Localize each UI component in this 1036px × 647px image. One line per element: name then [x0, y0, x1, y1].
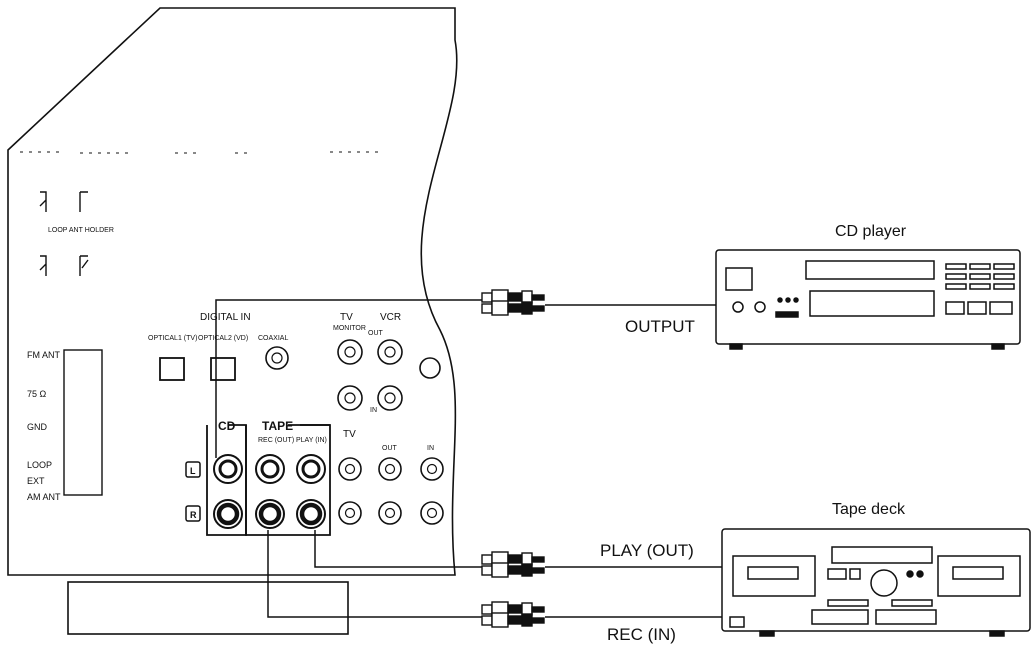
svg-text:R: R — [190, 510, 197, 520]
vcr-in-jack-2[interactable] — [377, 385, 403, 411]
ext-label: EXT — [27, 476, 45, 486]
optical1-label: OPTICAL1 (TV) — [148, 335, 197, 342]
cd-player-title: CD player — [835, 223, 907, 240]
tv-in-label: IN — [427, 445, 434, 452]
vcr-out-label: OUT — [368, 330, 384, 337]
channel-r-badge: R — [185, 505, 201, 522]
tv-in-jack-r[interactable] — [420, 501, 444, 525]
gnd-label: GND — [27, 422, 48, 432]
antenna-terminal-block — [63, 349, 103, 496]
loop-holder-clips — [39, 191, 89, 276]
optical2-label: OPTICAL2 (VD) — [198, 335, 248, 342]
ohm-label: 75 Ω — [27, 389, 47, 399]
cd-player-device — [715, 249, 1021, 350]
tape-section-label: TAPE — [262, 419, 293, 433]
partial-jack[interactable] — [419, 357, 441, 379]
rca-plug-pair-play — [481, 551, 545, 578]
tv-out-jack-l[interactable] — [378, 457, 402, 481]
tape-play-jack-l[interactable] — [296, 454, 326, 484]
am-ant-label: AM ANT — [27, 492, 61, 502]
rca-plug-pair-rec — [481, 601, 545, 628]
vcr-label: VCR — [380, 312, 401, 323]
vcr-in-jack-1[interactable] — [337, 385, 363, 411]
coaxial-label: COAXIAL — [258, 335, 288, 342]
cd-jack-r[interactable] — [213, 499, 243, 529]
play-in-label: PLAY (IN) — [296, 437, 327, 444]
tape-rec-jack-l[interactable] — [255, 454, 285, 484]
tv-monitor-label: TV — [340, 312, 353, 323]
cd-tape-block — [206, 424, 331, 536]
receiver-rear-panel — [7, 7, 458, 635]
tv-jack-l[interactable] — [338, 457, 362, 481]
vcr-out-jack[interactable] — [377, 339, 403, 365]
tv-out-label: OUT — [382, 445, 398, 452]
digital-in-label: DIGITAL IN — [200, 312, 251, 323]
tape-play-jack-r[interactable] — [296, 499, 326, 529]
tape-rec-label: REC (IN) — [607, 625, 676, 644]
tv-jack-r[interactable] — [338, 501, 362, 525]
tv-monitor-jack[interactable] — [337, 339, 363, 365]
tape-play-cable — [314, 530, 722, 568]
tape-rec-jack-r[interactable] — [255, 499, 285, 529]
loop-holder-label: LOOP ANT HOLDER — [48, 227, 114, 234]
coaxial-jack[interactable] — [265, 346, 289, 370]
rec-out-label: REC (OUT) — [258, 437, 294, 444]
fm-ant-label: FM ANT — [27, 350, 61, 360]
optical1-port[interactable] — [159, 357, 185, 381]
loop-label: LOOP — [27, 460, 52, 470]
optical2-port[interactable] — [210, 357, 236, 381]
tv-in-jack-l[interactable] — [420, 457, 444, 481]
tv-audio-label: TV — [343, 429, 356, 440]
channel-l-badge: L — [185, 461, 201, 478]
monitor-label: MONITOR — [333, 325, 366, 332]
cd-output-label: OUTPUT — [625, 317, 695, 336]
tape-deck-title: Tape deck — [832, 501, 906, 518]
tv-out-jack-r[interactable] — [378, 501, 402, 525]
rca-plug-pair-cd — [481, 289, 545, 316]
tape-play-label: PLAY (OUT) — [600, 541, 694, 560]
vcr-in-label: IN — [370, 407, 377, 414]
svg-text:L: L — [190, 466, 196, 476]
cd-jack-l[interactable] — [213, 454, 243, 484]
cd-cable — [215, 299, 720, 458]
tape-rec-cable — [267, 530, 722, 618]
tape-deck-device — [721, 528, 1031, 637]
cd-section-label: CD — [218, 419, 236, 433]
